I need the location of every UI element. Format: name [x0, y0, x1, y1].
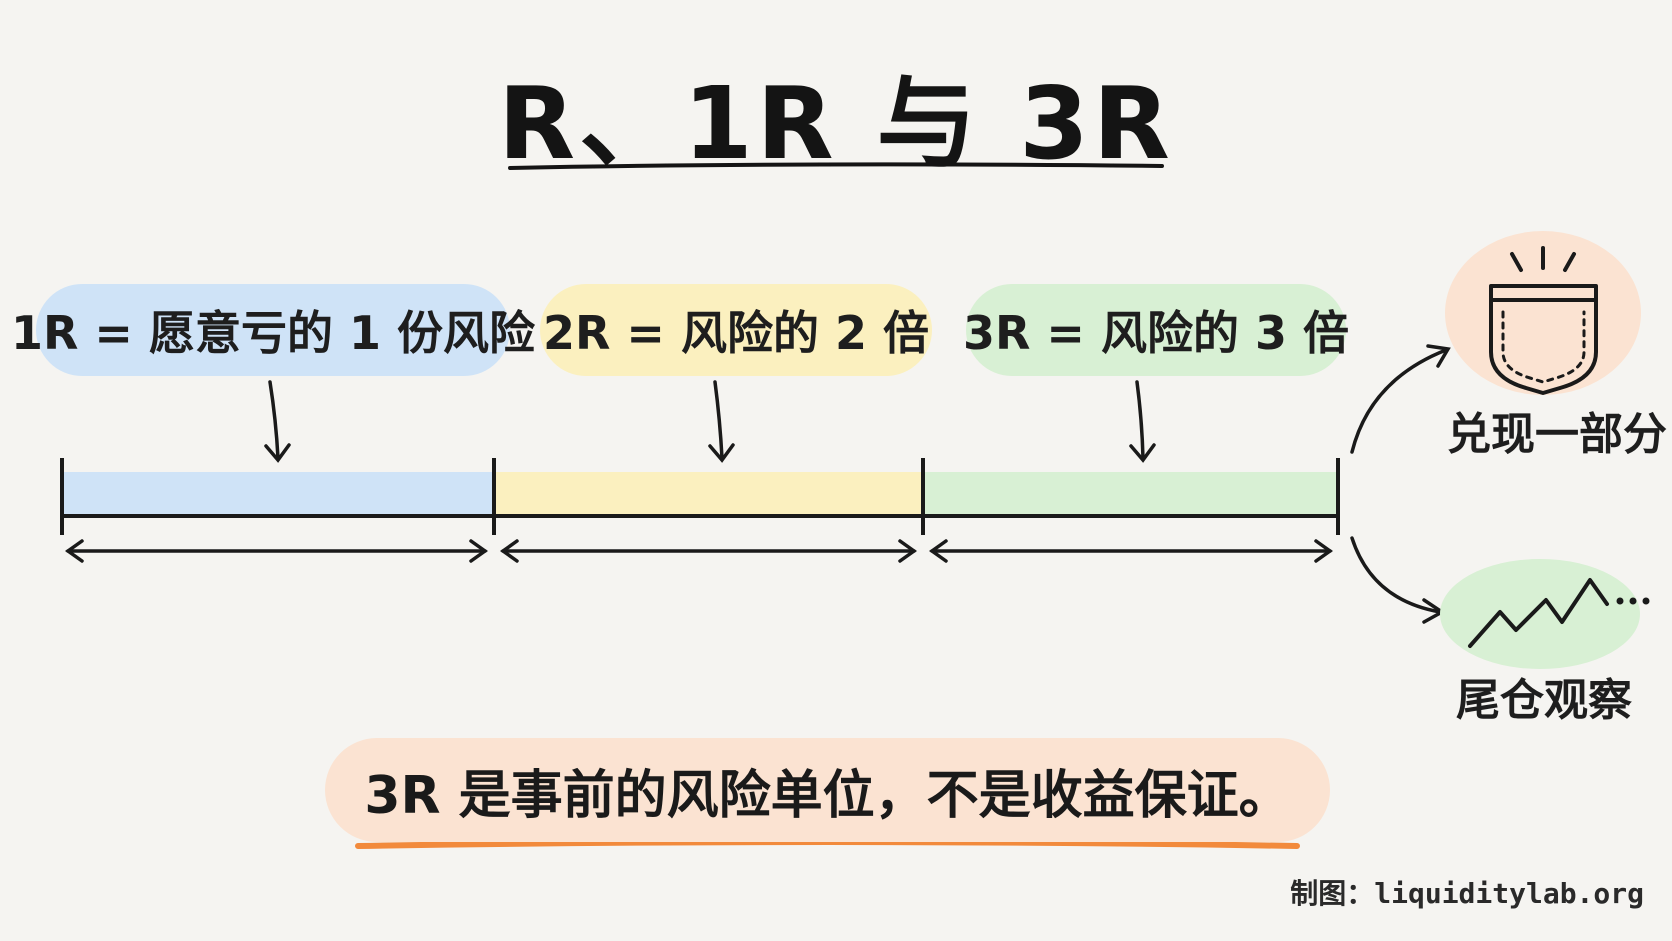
branch-arrow-up	[1350, 344, 1451, 454]
branch-arrow-down	[1350, 536, 1446, 624]
span-arrow-3r	[928, 539, 1334, 563]
zigzag-trend-icon	[1468, 578, 1609, 648]
label-pill-2r: 2R = 风险的 2 倍	[540, 284, 932, 376]
zigzag-icon-bg	[1440, 559, 1640, 669]
pocket-icon	[1489, 246, 1598, 395]
segment-bar-1r	[63, 472, 493, 515]
segment-bar-2r	[494, 472, 922, 515]
credit-text: 制图：liquiditylab.org	[1290, 877, 1644, 910]
span-arrow-1r	[64, 539, 489, 563]
bottom-note-underline	[355, 839, 1300, 849]
span-arrow-2r	[499, 539, 918, 563]
bottom-note: 3R 是事前的风险单位，不是收益保证。	[325, 738, 1330, 842]
down-arrow-3r	[1129, 380, 1156, 463]
label-pill-3r: 3R = 风险的 3 倍	[963, 284, 1349, 376]
outcome-tail-position-label: 尾仓观察	[1456, 675, 1632, 726]
down-arrow-2r	[708, 380, 735, 463]
label-pill-1r: 1R = 愿意亏的 1 份风险	[11, 284, 535, 376]
segment-bar-3r	[923, 472, 1337, 515]
title-underline	[508, 162, 1164, 170]
outcome-take-profit-label: 兑现一部分	[1447, 409, 1667, 460]
pocket-icon-bg	[1445, 231, 1641, 395]
down-arrow-1r	[264, 380, 291, 463]
ellipsis-icon	[1616, 597, 1650, 605]
